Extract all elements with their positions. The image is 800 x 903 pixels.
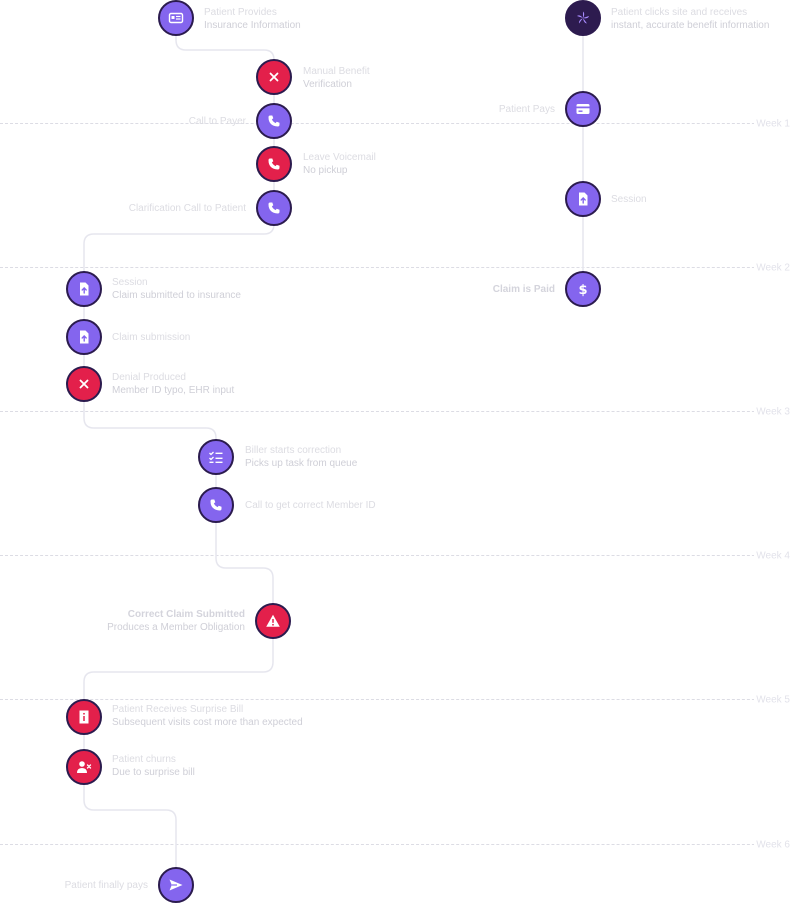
warning-icon [266, 614, 280, 627]
document-upload-icon [80, 282, 89, 296]
week-divider [0, 555, 790, 556]
step-node-voicemail [256, 146, 292, 182]
bill-icon [79, 710, 89, 724]
step-node-instant-benefits [565, 0, 601, 36]
week-label: Week 4 [754, 550, 790, 562]
step-node-surprise-bill [66, 699, 102, 735]
step-node-patient-churns [66, 749, 102, 785]
brand-logo-icon [577, 11, 589, 24]
step-label-patient-churns: Patient churns Due to surprise bill [112, 754, 195, 778]
week-divider [0, 844, 790, 845]
week-label: Week 5 [754, 694, 790, 706]
step-label-manual-verification: Manual Benefit Verification [303, 66, 370, 90]
step-label-session-right: Session [611, 194, 647, 205]
week-divider [0, 699, 790, 700]
week-divider [0, 267, 790, 268]
step-label-patient-pays-final: Patient finally pays [64, 880, 148, 891]
week-label: Week 1 [754, 118, 790, 130]
week-label: Week 3 [754, 406, 790, 418]
step-node-call-payer [256, 103, 292, 139]
step-node-patient-pays-final [158, 867, 194, 903]
step-label-clarification-call: Clarification Call to Patient [128, 203, 246, 214]
step-node-claim-submission [66, 319, 102, 355]
step-label-session: Session Claim submitted to insurance [112, 277, 241, 301]
step-label-claim-submission: Claim submission [112, 332, 191, 343]
step-node-patient-pays [565, 91, 601, 127]
step-label-call-payer: Call to Payer [188, 116, 246, 127]
document-upload-icon [579, 192, 588, 206]
step-node-denial [66, 366, 102, 402]
step-label-claim-paid: Claim is Paid [492, 284, 555, 295]
send-icon [169, 879, 183, 891]
user-remove-icon [77, 761, 92, 773]
step-node-correct-claim [255, 603, 291, 639]
svg-text:$: $ [578, 283, 587, 297]
step-label-instant-benefits: Patient clicks site and receives instant… [611, 7, 770, 31]
step-label-surprise-bill: Patient Receives Surprise Bill Subsequen… [112, 704, 303, 728]
week-divider [0, 123, 790, 124]
step-label-voicemail: Leave Voicemail No pickup [303, 152, 376, 176]
step-node-insurance-info [158, 0, 194, 36]
step-node-call-member-id [198, 487, 234, 523]
week-divider [0, 411, 790, 412]
step-label-patient-pays: Patient Pays [498, 104, 555, 115]
step-label-denial: Denial Produced Member ID typo, EHR inpu… [112, 372, 235, 396]
phone-icon [268, 202, 280, 214]
phone-icon [268, 158, 280, 170]
checklist-icon [209, 451, 223, 464]
close-icon [269, 72, 279, 82]
step-node-biller-correction [198, 439, 234, 475]
week-label: Week 6 [754, 839, 790, 851]
phone-icon [210, 499, 222, 511]
step-node-session-right [565, 181, 601, 217]
step-node-claim-paid: $ [565, 271, 601, 307]
step-label-correct-claim: Correct Claim Submitted Produces a Membe… [107, 609, 245, 633]
step-node-clarification-call [256, 190, 292, 226]
credit-card-icon [576, 104, 590, 114]
step-label-biller-correction: Biller starts correction Picks up task f… [245, 445, 358, 469]
step-node-manual-verification [256, 59, 292, 95]
id-card-icon [168, 12, 184, 24]
close-icon [79, 379, 89, 389]
step-node-session [66, 271, 102, 307]
step-label-call-member-id: Call to get correct Member ID [245, 500, 376, 511]
dollar-icon: $ [578, 283, 587, 297]
document-upload-icon [80, 330, 89, 344]
step-label-insurance-info: Patient Provides Insurance Information [204, 7, 301, 31]
week-label: Week 2 [754, 262, 790, 274]
phone-icon [268, 115, 280, 127]
